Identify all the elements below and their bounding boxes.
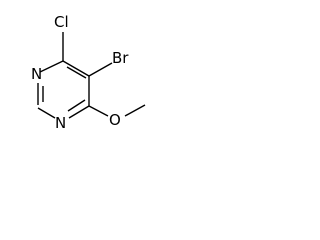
- bond-c6-o: [88, 105, 109, 117]
- bond-c4-c5: [62, 60, 90, 77]
- pyrimidine-structure: Cl Br N N O: [31, 13, 146, 132]
- atom-label-o: O: [109, 111, 121, 129]
- atom-label-cl: Cl: [54, 13, 69, 31]
- bond-o-ch3: [124, 104, 146, 117]
- structure-canvas: Cl Br N N O: [0, 0, 177, 166]
- bond-n1-c2: [37, 107, 56, 119]
- atom-label-n-top: N: [31, 65, 42, 83]
- bond-c5-br: [88, 62, 113, 77]
- bond-c4-c5-inner: [66, 66, 87, 79]
- bond-c6-n1: [68, 105, 90, 119]
- atom-label-br: Br: [112, 49, 129, 67]
- bond-n3-c4: [39, 60, 64, 73]
- bond-c6-n1-inner: [67, 99, 86, 112]
- atom-label-n-bottom: N: [55, 114, 66, 132]
